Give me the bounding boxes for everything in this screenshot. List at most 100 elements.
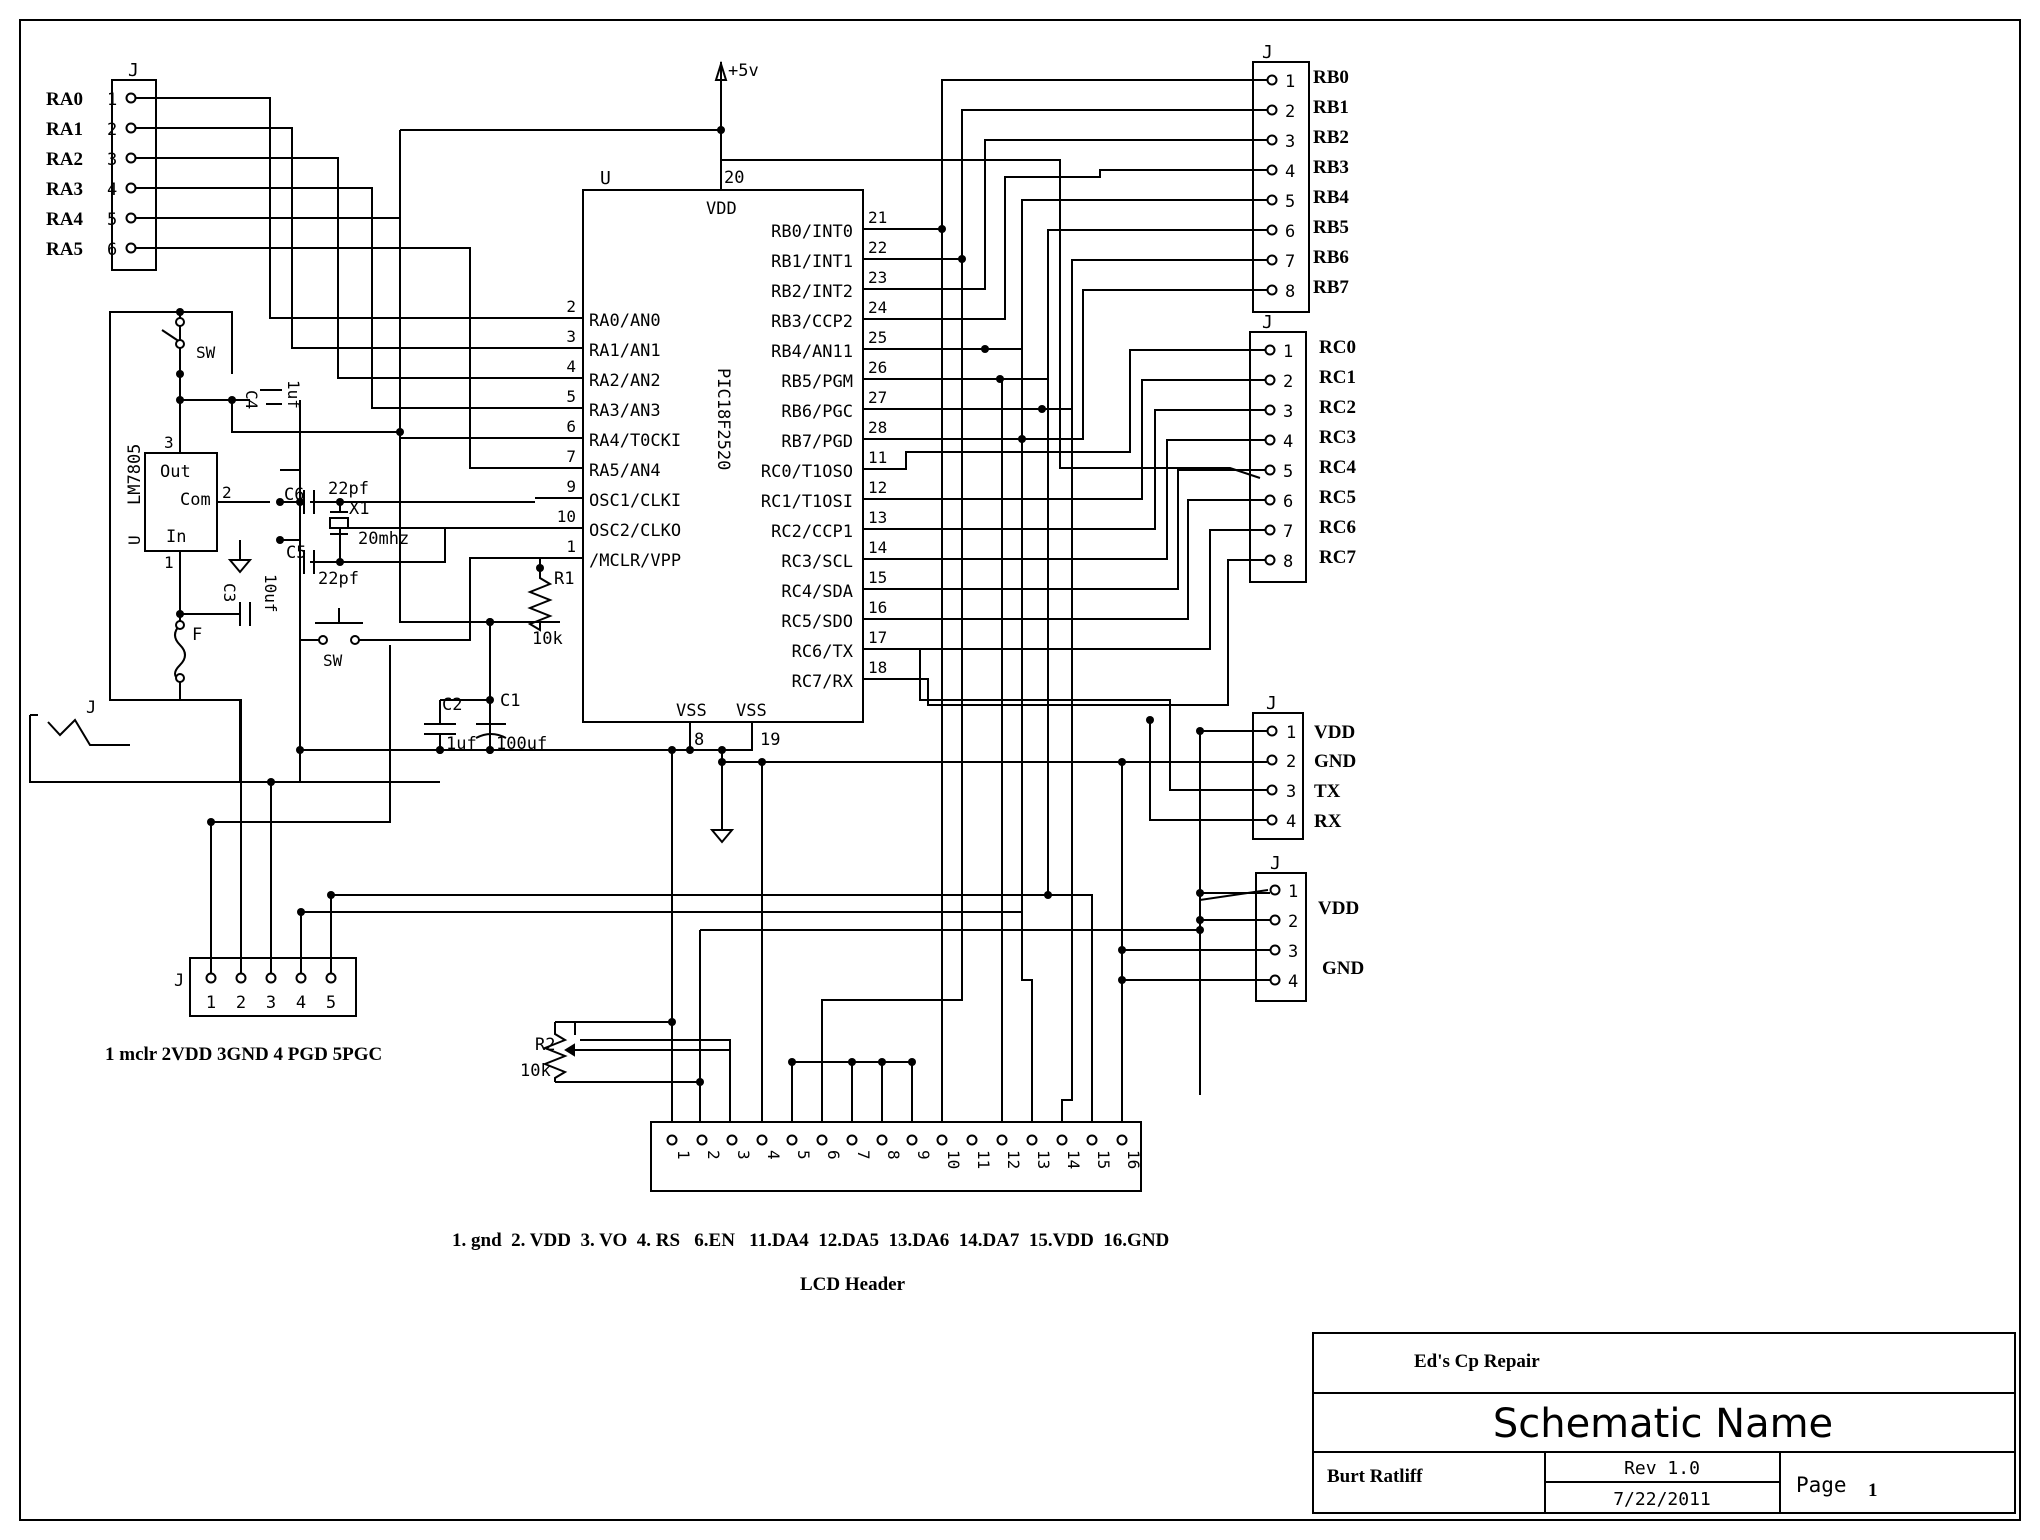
pin-terminal: [756, 1134, 768, 1146]
wire: [900, 79, 1267, 230]
mcu-pin-name: RC1/T1OSI: [761, 492, 853, 512]
rb-pin-number: 8: [1285, 282, 1295, 302]
wire: [900, 648, 1267, 791]
pin-terminal: [1266, 134, 1278, 146]
pin-terminal: [1266, 164, 1278, 176]
power-pin-number: 1: [1288, 882, 1298, 902]
mcu-pin-name: RC5/SDO: [781, 612, 853, 632]
ground-symbol: [227, 559, 253, 574]
junction-dot: [938, 225, 946, 233]
pin-terminal: [1264, 344, 1276, 356]
sw2-contact: [318, 635, 328, 645]
pin-terminal: [265, 972, 277, 984]
mcu-pin-number: 23: [868, 268, 887, 287]
r2-value: 10k: [520, 1061, 551, 1081]
pin-terminal: [1269, 974, 1281, 986]
junction-dot: [1196, 916, 1204, 924]
wire: [900, 109, 1267, 260]
serial-pin-number: 2: [1286, 752, 1296, 772]
wire: [355, 557, 535, 641]
junction-dot: [1196, 727, 1204, 735]
wire: [900, 529, 1265, 650]
rb-net-label: RB5: [1313, 217, 1349, 238]
pin-terminal: [1086, 1134, 1098, 1146]
wire-layer: [29, 62, 1270, 1122]
rc-pin-number: 1: [1283, 342, 1293, 362]
junction-dot: [1038, 405, 1046, 413]
sw1-ref: SW: [196, 343, 216, 362]
mcu-pin-name: RB1/INT1: [771, 252, 853, 272]
pin-terminal: [1264, 524, 1276, 536]
c6-ref: C6: [284, 485, 304, 505]
pin-terminal: [1026, 1134, 1038, 1146]
icsp-pin-number: 5: [326, 993, 336, 1013]
serial-header-ref: J: [1266, 693, 1277, 714]
wire: [399, 130, 560, 623]
wire: [1199, 731, 1269, 902]
regulator-com: Com: [180, 490, 211, 510]
pin-terminal: [1266, 104, 1278, 116]
lcd-pin-number: 7: [854, 1150, 873, 1160]
mcu-pin-number: 27: [868, 388, 887, 407]
mcu-pin-number: 11: [868, 448, 887, 467]
rc-net-label: RC3: [1319, 427, 1356, 448]
junction-dot: [1118, 758, 1126, 766]
pin-terminal: [666, 1134, 678, 1146]
junction-dot: [1196, 926, 1204, 934]
symbol-layer: [29, 60, 1281, 1146]
pin-terminal: [786, 1134, 798, 1146]
mcu-pin-name: /MCLR/VPP: [589, 551, 681, 571]
pin-terminal: [966, 1134, 978, 1146]
rc-net-label: RC4: [1319, 457, 1356, 478]
ra-pin-number: 2: [107, 120, 117, 140]
c5-ref: C5: [286, 543, 306, 563]
wire: [1061, 409, 1073, 1122]
r2-wiper-arrow: [564, 1043, 575, 1057]
c1-plate: [475, 733, 507, 739]
c1-value: 100uf: [496, 734, 547, 754]
junction-dot: [1018, 435, 1026, 443]
junction-dot: [908, 1058, 916, 1066]
pin-terminal: [295, 972, 307, 984]
power-gnd-label: GND: [1322, 958, 1364, 979]
mcu: U VDD 20 VSS VSS 8 19 PIC18F2520 2RA0/AN…: [557, 168, 888, 750]
lcd-pin-number: 2: [704, 1150, 723, 1160]
rb-pin-number: 3: [1285, 132, 1295, 152]
ra-net-label: RA5: [46, 239, 83, 260]
pin-terminal: [1264, 554, 1276, 566]
junction-dot: [696, 1078, 704, 1086]
pin-terminal: [1266, 284, 1278, 296]
pin-terminal: [125, 92, 137, 104]
wire: [900, 139, 1267, 290]
date: 7/22/2011: [1613, 1489, 1711, 1510]
rc-pin-number: 6: [1283, 492, 1293, 512]
serial-pin-number: 4: [1286, 812, 1296, 832]
lcd-pin-number: 1: [674, 1150, 693, 1160]
x1-value: 20mhz: [358, 529, 409, 549]
pin-terminal: [1266, 814, 1278, 826]
mcu-vss1-pin: 8: [694, 730, 704, 750]
mcu-pin-name: RB4/AN11: [771, 342, 853, 362]
icsp-pin-number: 2: [236, 993, 246, 1013]
wire: [574, 1021, 672, 1035]
junction-dot: [267, 778, 275, 786]
rc-net-label: RC0: [1319, 337, 1356, 358]
mcu-vss2-label: VSS: [736, 701, 767, 721]
revision: Rev 1.0: [1624, 1458, 1700, 1479]
rc-net-label: RC6: [1319, 517, 1356, 538]
x1-ref: X1: [349, 499, 369, 519]
mcu-pin-number: 25: [868, 328, 887, 347]
junction-dot: [686, 746, 694, 754]
lcd-pin-number: 5: [794, 1150, 813, 1160]
r2-ref: R2: [535, 1035, 555, 1055]
icsp-caption: 1 mclr 2VDD 3GND 4 PGD 5PGC: [105, 1044, 382, 1065]
lcd-pin-number: 3: [734, 1150, 753, 1160]
rc-net-label: RC2: [1319, 397, 1356, 418]
ra-pin-number: 5: [107, 210, 117, 230]
junction-dot: [1118, 976, 1126, 984]
ra-net-label: RA3: [46, 179, 83, 200]
mcu-pin-number: 6: [566, 417, 576, 436]
junction-dot: [718, 758, 726, 766]
